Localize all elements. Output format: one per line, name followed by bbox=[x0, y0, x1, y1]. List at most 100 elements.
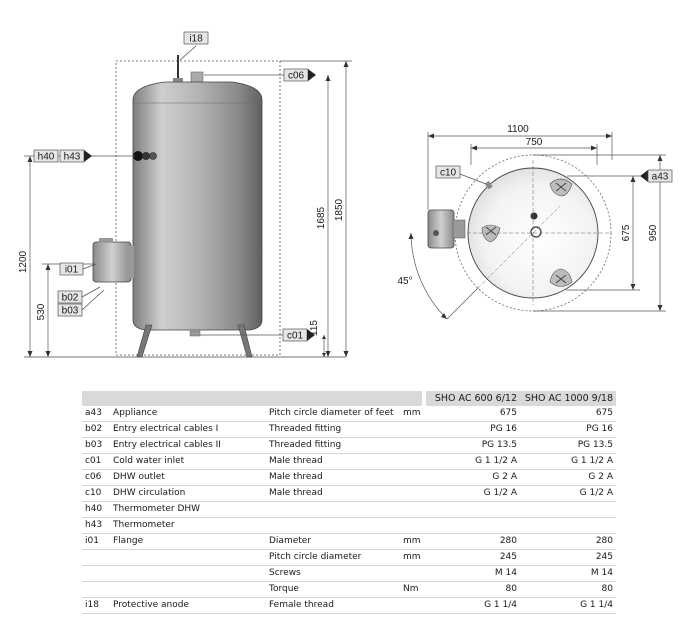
dim-675: 675 bbox=[621, 224, 632, 241]
clearance-outline bbox=[115, 60, 281, 356]
cell-desc: Threaded fitting bbox=[266, 437, 400, 454]
dim-950: 950 bbox=[648, 224, 659, 241]
tag-h40: h40 bbox=[33, 149, 59, 163]
cell-gap bbox=[422, 581, 426, 598]
side-view: 1200 530 1685 1850 115 i18 c06 h40 h43 i… bbox=[18, 31, 352, 358]
svg-text:c10: c10 bbox=[440, 168, 457, 179]
cell-unit: Nm bbox=[400, 581, 422, 598]
dim-1685: 1685 bbox=[316, 206, 327, 229]
anode-cap bbox=[173, 78, 183, 84]
top-view: 1100 750 bbox=[397, 124, 673, 320]
svg-text:i18: i18 bbox=[189, 34, 203, 45]
cell-name: Cold water inlet bbox=[110, 453, 266, 470]
cell-name: Flange bbox=[110, 533, 266, 550]
tag-i18: i18 bbox=[183, 31, 209, 45]
tag-b02: b02 bbox=[57, 290, 83, 304]
cell-desc: Pitch circle diameter bbox=[266, 549, 400, 566]
tag-b03: b03 bbox=[57, 303, 83, 317]
technical-drawing: 1200 530 1685 1850 115 i18 c06 h40 h43 i… bbox=[18, 31, 673, 358]
cell-unit bbox=[400, 485, 422, 502]
cell-value-600: G 2 A bbox=[426, 469, 520, 486]
dim-115: 115 bbox=[309, 320, 320, 336]
header-name bbox=[110, 391, 266, 406]
cell-code: c06 bbox=[82, 469, 110, 486]
cell-desc: Pitch circle diameter of feet bbox=[266, 406, 400, 422]
cell-value-600: 675 bbox=[426, 406, 520, 422]
cell-value-1000: 675 bbox=[520, 406, 616, 422]
cell-value-1000: M 14 bbox=[520, 565, 616, 582]
cell-name: Appliance bbox=[110, 406, 266, 422]
cell-value-600: 245 bbox=[426, 549, 520, 566]
cell-gap bbox=[422, 565, 426, 582]
dim-45: 45° bbox=[397, 276, 412, 287]
cell-gap bbox=[422, 453, 426, 470]
cell-value-600: PG 13.5 bbox=[426, 437, 520, 454]
cell-value-1000: PG 16 bbox=[520, 421, 616, 438]
cell-gap bbox=[422, 437, 426, 454]
cell-desc: Male thread bbox=[266, 453, 400, 470]
cell-value-1000: 245 bbox=[520, 549, 616, 566]
center-port bbox=[530, 226, 542, 238]
tag-c10: c10 bbox=[435, 165, 461, 179]
header-model-600: SHO AC 600 6/12 bbox=[426, 391, 520, 406]
cell-value-1000: G 2 A bbox=[520, 469, 616, 486]
cell-desc: Threaded fitting bbox=[266, 421, 400, 438]
cell-code: i01 bbox=[82, 533, 110, 550]
cell-value-600: M 14 bbox=[426, 565, 520, 582]
cell-value-600 bbox=[426, 517, 520, 534]
cell-name: Thermometer bbox=[110, 517, 266, 534]
cell-value-1000: G 1/2 A bbox=[520, 485, 616, 502]
cell-value-1000: G 1 1/2 A bbox=[520, 453, 616, 470]
cell-gap bbox=[422, 517, 426, 534]
tag-c06: c06 bbox=[283, 68, 316, 82]
cell-desc: Male thread bbox=[266, 485, 400, 502]
cell-unit: mm bbox=[400, 533, 422, 550]
cell-gap bbox=[422, 421, 426, 438]
cell-unit bbox=[400, 437, 422, 454]
cell-unit: mm bbox=[400, 549, 422, 566]
cell-gap bbox=[422, 549, 426, 566]
cell-code: a43 bbox=[82, 406, 110, 422]
cell-value-600: 280 bbox=[426, 533, 520, 550]
cell-unit bbox=[400, 453, 422, 470]
flange-top-view bbox=[427, 209, 455, 249]
tag-c01: c01 bbox=[282, 328, 315, 342]
header-code bbox=[82, 391, 110, 406]
cell-unit bbox=[400, 469, 422, 486]
cell-value-1000: 280 bbox=[520, 533, 616, 550]
cell-unit bbox=[400, 501, 422, 518]
cell-unit bbox=[400, 597, 422, 614]
tank-leg-left bbox=[136, 324, 153, 358]
cell-desc: Male thread bbox=[266, 469, 400, 486]
cell-name: Entry electrical cables II bbox=[110, 437, 266, 454]
dim-1200: 1200 bbox=[18, 250, 29, 273]
cell-name: DHW circulation bbox=[110, 485, 266, 502]
header-desc bbox=[266, 391, 400, 406]
cell-code: b03 bbox=[82, 437, 110, 454]
cell-code: h40 bbox=[82, 501, 110, 518]
angle-arc bbox=[410, 232, 448, 320]
svg-text:h40: h40 bbox=[38, 152, 55, 163]
svg-text:b03: b03 bbox=[62, 306, 79, 317]
cell-gap bbox=[422, 501, 426, 518]
cell-code bbox=[82, 565, 110, 582]
cell-desc: Torque bbox=[266, 581, 400, 598]
svg-text:a43: a43 bbox=[652, 172, 669, 183]
cell-value-600: PG 16 bbox=[426, 421, 520, 438]
cell-code bbox=[82, 581, 110, 598]
dim-1850: 1850 bbox=[334, 198, 345, 221]
dim-530: 530 bbox=[36, 303, 47, 320]
cell-code: h43 bbox=[82, 517, 110, 534]
cell-name: Thermometer DHW bbox=[110, 501, 266, 518]
